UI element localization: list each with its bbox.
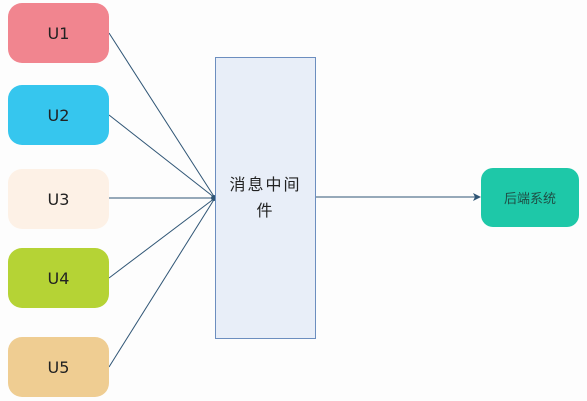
backend-system-label: 后端系统 [503,192,556,207]
edge-u1-middleware [108,32,216,199]
edge-u2-middleware [108,114,216,199]
user-node-label: U3 [47,189,70,209]
message-middleware-label: 消息中间件 [229,175,302,220]
user-node-u2[interactable]: U2 [8,85,109,145]
user-node-label: U5 [47,357,70,377]
backend-system-node[interactable]: 后端系统 [481,168,579,227]
user-node-label: U4 [47,268,70,288]
user-node-label: U1 [47,23,70,43]
user-node-u3[interactable]: U3 [8,169,109,229]
user-node-label: U2 [47,105,70,125]
edge-u4-middleware [108,197,216,279]
user-node-u1[interactable]: U1 [8,3,109,63]
edge-u5-middleware [108,197,216,368]
user-node-u5[interactable]: U5 [8,337,109,397]
message-middleware-node[interactable]: 消息中间件 [215,57,316,339]
user-node-u4[interactable]: U4 [8,248,109,308]
